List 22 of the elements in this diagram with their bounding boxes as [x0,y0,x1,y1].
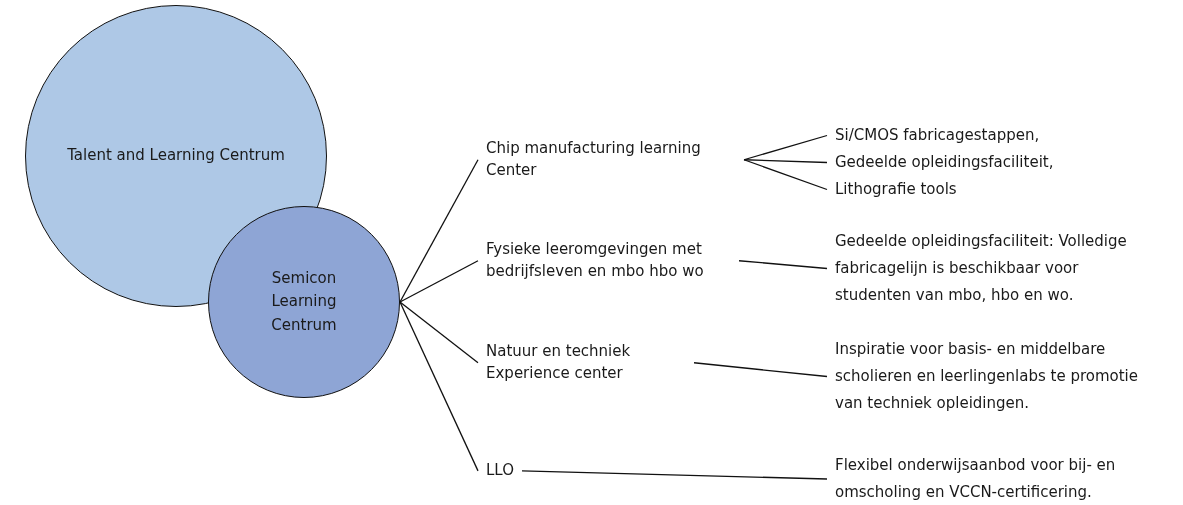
branch-label: LLO [486,460,514,481]
branch-label: Natuur en techniek Experience center [486,341,632,384]
circle-label: Semicon Learning Centrum [270,268,338,336]
connector-line [743,159,828,164]
connector-line [738,260,828,270]
description-text: Gedeelde opleidingsfaciliteit: Volledige fabricagelijn is beschikbaar voor studenten van mbo, hbo en wo. [835,231,1128,306]
branch-label: Chip manufacturing learning Center [486,138,702,181]
circle-label: Talent and Learning Centrum [67,145,285,167]
connector-line [693,362,828,378]
description-text: Gedeelde opleidingsfaciliteit, [835,152,1054,173]
description-text: Lithografie tools [835,179,957,200]
description-text: Si/CMOS fabricagestappen, [835,125,1040,146]
connector-line [399,301,479,472]
connector-line [399,159,479,303]
connector-line [399,260,479,303]
connector-line [521,470,828,480]
branch-label: Fysieke leeromgevingen met bedrijfsleven en mbo hbo wo [486,239,705,282]
connector-line [743,159,828,191]
connector-line [743,134,828,161]
description-text: Inspiratie voor basis- en middelbare scholieren en leerlingenlabs te promotie van techniek opleidingen. [835,339,1139,414]
description-text: Flexibel onderwijsaanbod voor bij- en omscholing en VCCN-certificering. [835,455,1117,503]
connector-line [399,301,479,364]
